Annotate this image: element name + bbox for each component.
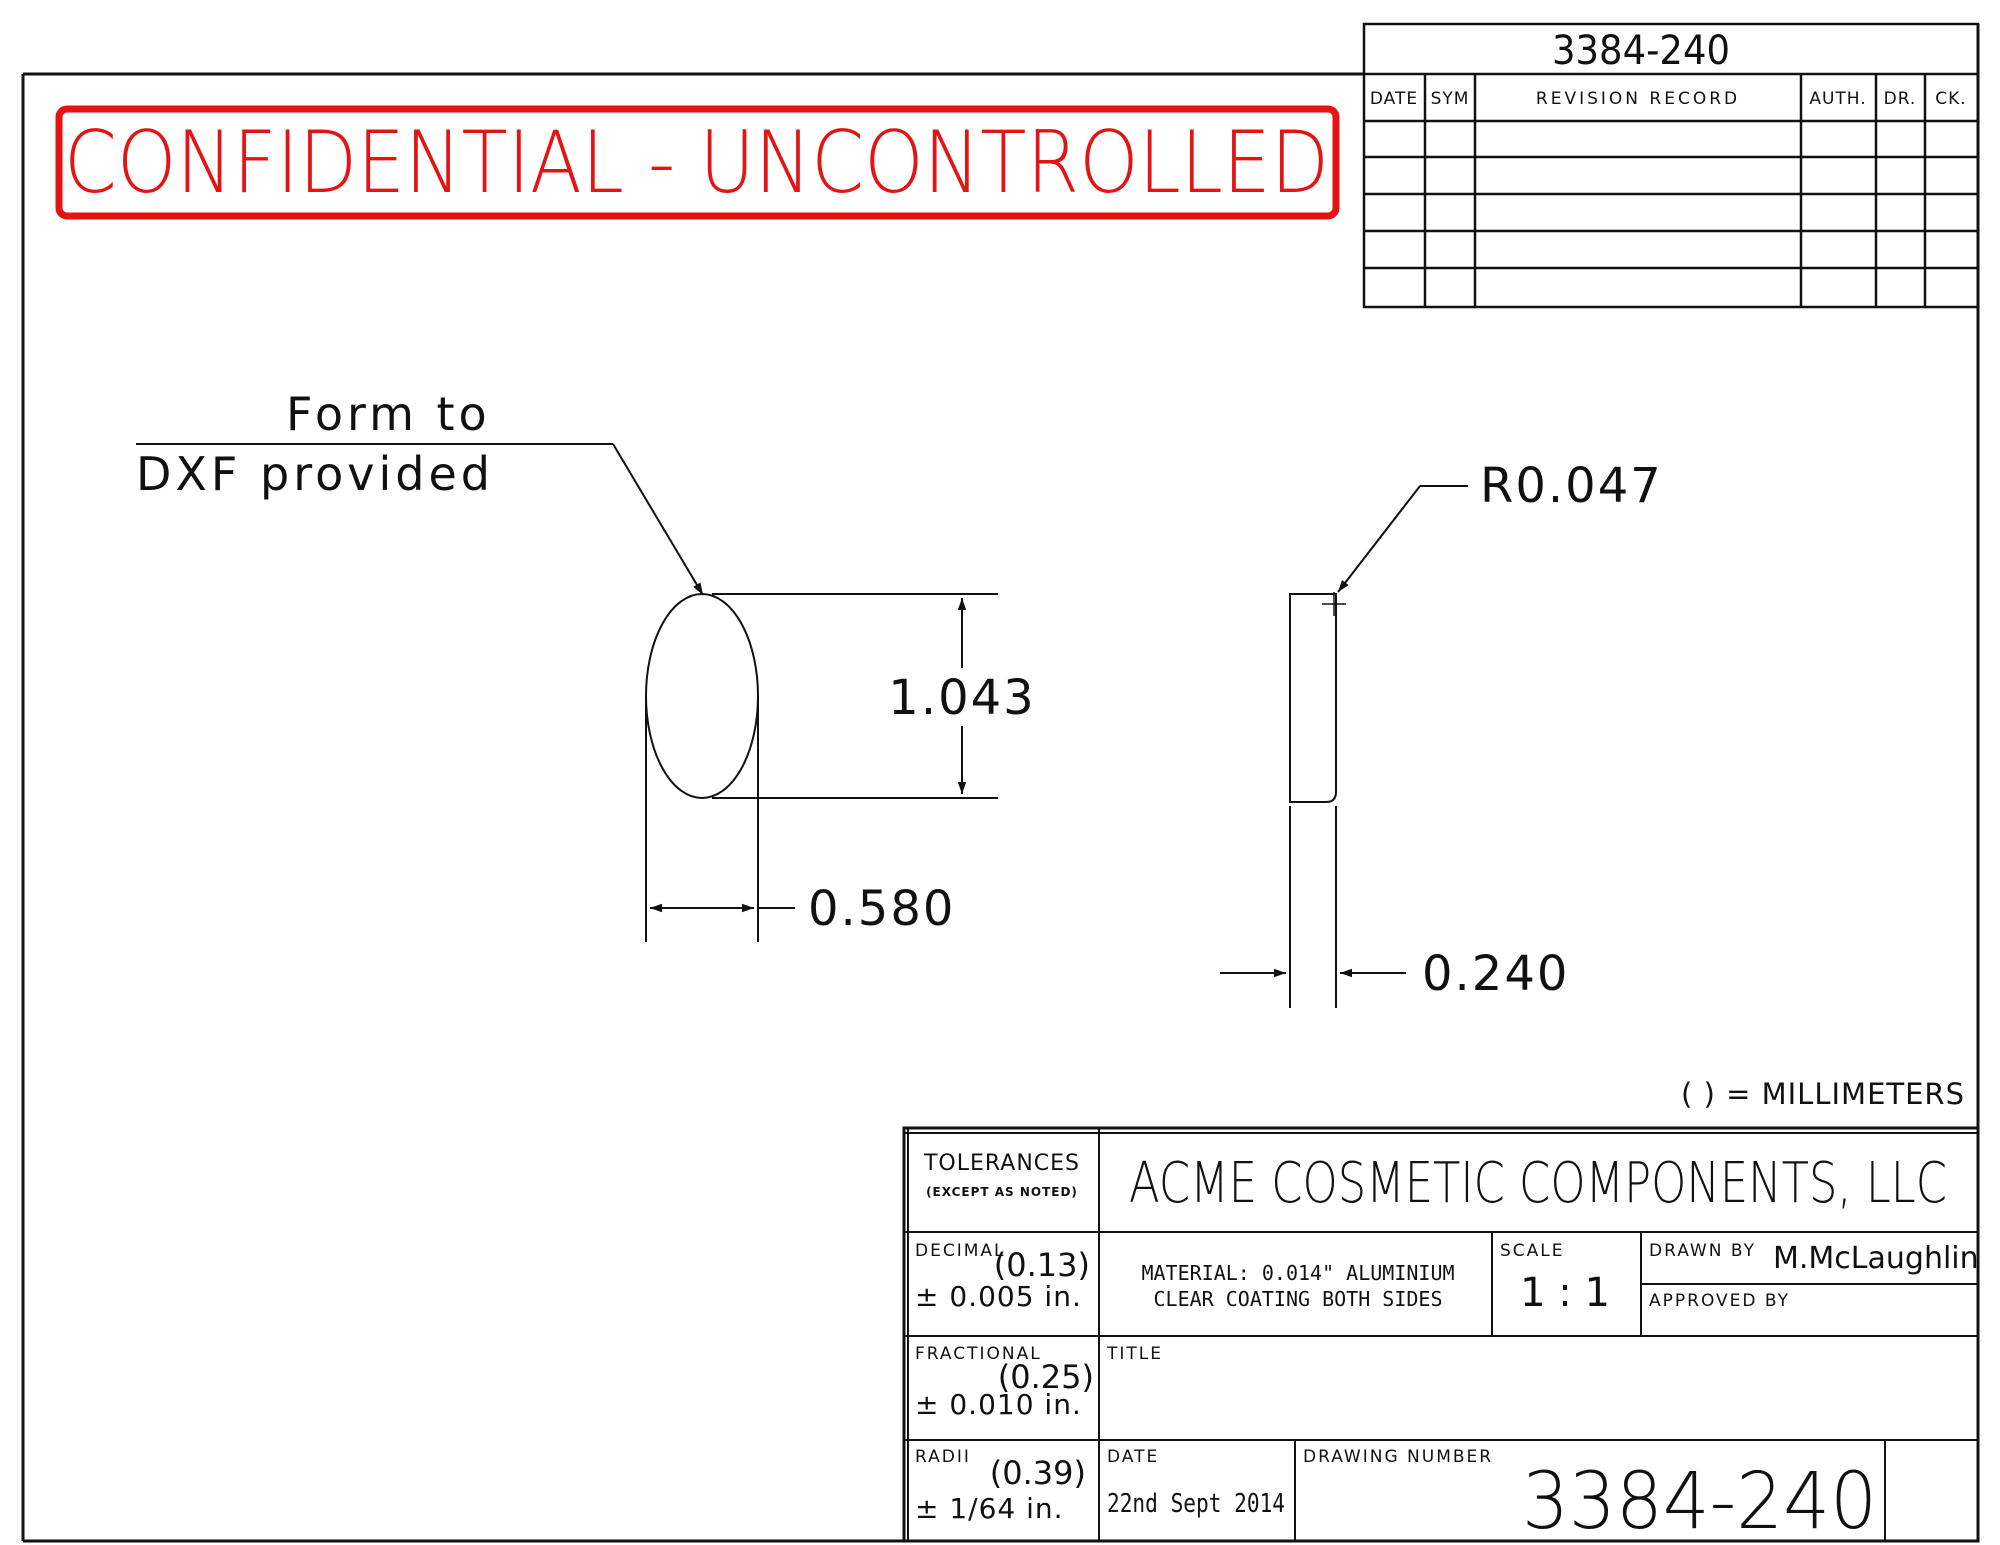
company-name: ACME COSMETIC COMPONENTS, LLC [1129,1151,1947,1216]
rev-header-dr: DR. [1884,89,1917,109]
decimal-mm: (0.13) [994,1246,1090,1284]
form-note-leader [612,443,704,596]
front-view: Form to DXF provided 1.043 0.580 [136,387,1035,942]
material-line1: MATERIAL: 0.014" ALUMINIUM [1141,1261,1454,1285]
confidential-stamp: CONFIDENTIAL - UNCONTROLLED [55,105,1340,220]
date-value: 22nd Sept 2014 [1107,1489,1285,1519]
material-line2: CLEAR COATING BOTH SIDES [1154,1287,1443,1311]
thickness-dimension: 0.240 [1422,946,1569,1002]
confidential-stamp-text: CONFIDENTIAL - UNCONTROLLED [64,113,1329,213]
rev-header-record: REVISION RECORD [1536,89,1740,109]
decimal-tolerance: ± 0.005 in. [915,1280,1082,1313]
tolerances-except-note: (EXCEPT AS NOTED) [926,1185,1078,1199]
scale-value: 1 : 1 [1520,1270,1610,1316]
revision-drawing-number: 3384-240 [1552,28,1730,74]
side-view: R0.047 0.240 [1220,458,1663,1008]
fractional-mm: (0.25) [998,1358,1094,1396]
rev-header-date: DATE [1370,89,1418,109]
oval-part-outline [645,593,759,799]
side-part-outline [1289,593,1337,803]
width-dimension: 0.580 [808,881,955,937]
form-note-line1: Form to [286,387,491,441]
sheet-border [21,24,1980,1543]
radii-tolerance: ± 1/64 in. [915,1492,1064,1525]
radius-dimension: R0.047 [1480,458,1663,514]
title-block: TOLERANCES (EXCEPT AS NOTED) ACME COSMET… [902,1126,1980,1545]
revision-block: 3384-240 DATE SYM REVISION RECORD AUTH. … [1362,22,1980,309]
rev-header-auth: AUTH. [1809,89,1866,109]
decimal-label: DECIMAL [915,1241,1005,1261]
scale-label: SCALE [1500,1241,1565,1261]
tolerances-heading: TOLERANCES [923,1151,1080,1176]
drawing-number-label: DRAWING NUMBER [1303,1447,1493,1467]
height-dimension: 1.043 [888,670,1035,726]
radii-label: RADII [915,1447,971,1467]
rev-header-ck: CK. [1935,89,1966,109]
form-note-line2: DXF provided [136,447,494,501]
approved-by-label: APPROVED BY [1649,1291,1790,1311]
radii-mm: (0.39) [990,1454,1086,1492]
radius-leader [1337,485,1421,593]
fractional-tolerance: ± 0.010 in. [915,1388,1082,1421]
drawn-by-label: DRAWN BY [1649,1241,1756,1261]
rev-header-sym: SYM [1431,89,1470,109]
title-label: TITLE [1106,1344,1163,1364]
date-label: DATE [1107,1447,1159,1467]
drawn-by-name: M.McLaughlin [1773,1241,1979,1276]
drawing-number: 3384-240 [1522,1457,1877,1545]
fractional-label: FRACTIONAL [915,1344,1042,1364]
units-note: ( ) = MILLIMETERS [1681,1077,1965,1111]
